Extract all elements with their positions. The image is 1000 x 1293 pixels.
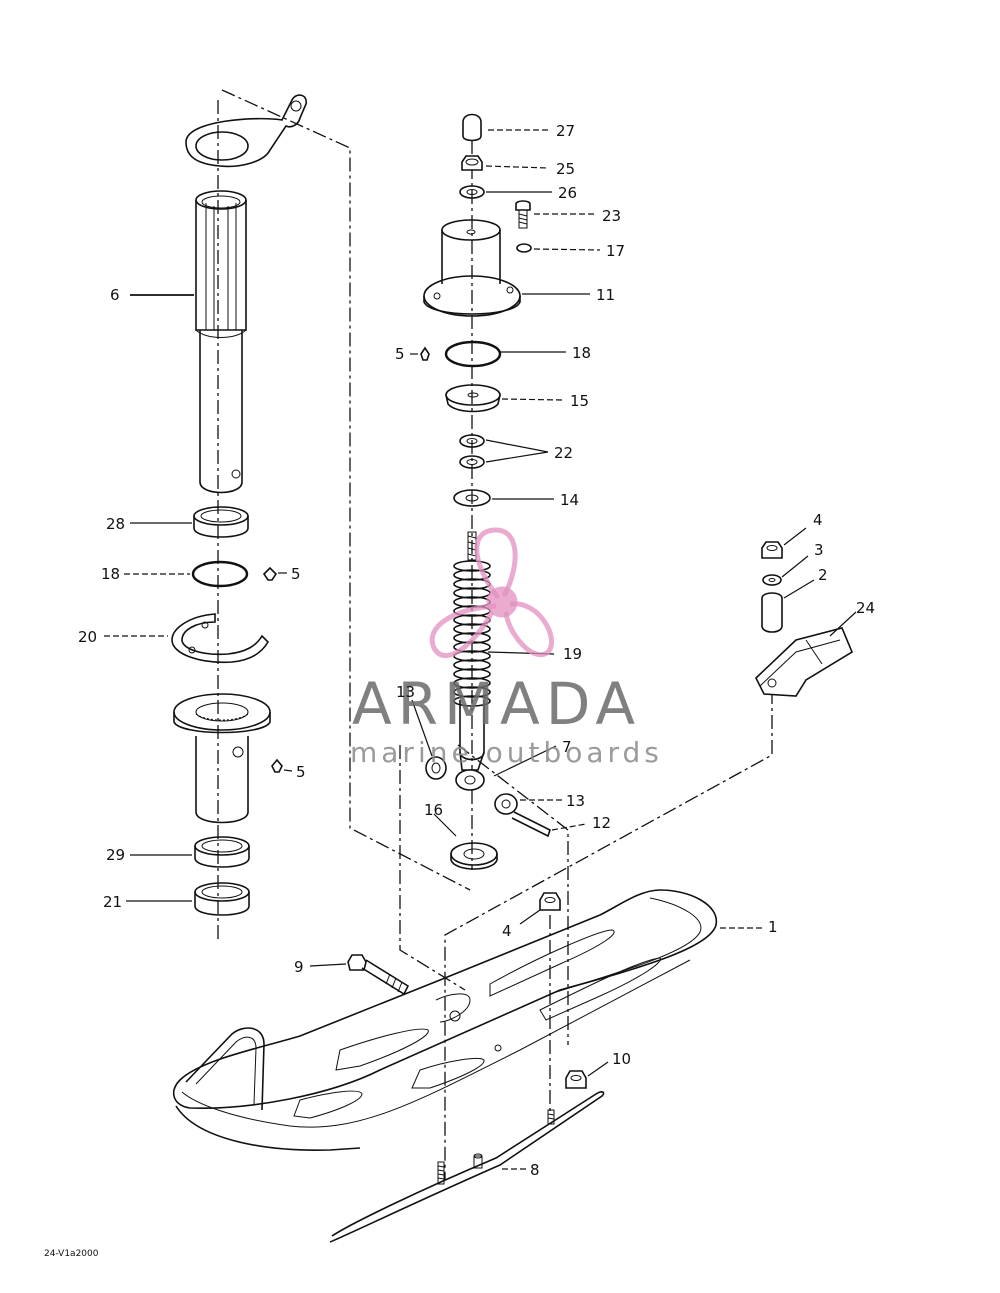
steering-arm: [185, 94, 307, 168]
bolt-23: [515, 200, 531, 229]
spring-coil: [453, 560, 491, 572]
watermark-title: ARMADA: [352, 670, 641, 738]
callout-8: 8: [530, 1161, 540, 1179]
callout-26: 26: [558, 184, 577, 202]
reference-code: 24-V1a2000: [44, 1249, 99, 1259]
cap-27: [462, 113, 482, 142]
callout-10: 10: [612, 1050, 631, 1068]
callout-18-lower: 18: [101, 565, 120, 583]
callout-11: 11: [596, 286, 615, 304]
callout-21: 21: [103, 893, 122, 911]
callout-28: 28: [106, 515, 125, 533]
spring-coil: [453, 659, 491, 671]
assembly-centerlines: [217, 89, 773, 1180]
washer-3: [762, 574, 782, 586]
propeller-logo: [429, 527, 555, 658]
o-ring-18-lower: [191, 560, 249, 588]
runner-8: [329, 1091, 605, 1243]
leader-lines: [104, 129, 857, 1170]
callout-24: 24: [856, 599, 875, 617]
grease-fitting-5-lower: [271, 758, 283, 773]
ski-1: [172, 889, 718, 1151]
spindle-assembly: [171, 94, 307, 916]
washer-17: [516, 243, 532, 253]
retaining-ring-20: [171, 613, 270, 664]
callout-4-lower: 4: [502, 922, 512, 940]
pin-12: [511, 811, 551, 838]
ski-leg-spindle: [195, 190, 247, 494]
washer-26: [459, 185, 485, 199]
callout-18-upper: 18: [572, 344, 591, 362]
callout-5-left: 5: [291, 565, 301, 583]
shock-top-mount-11: [423, 219, 521, 317]
callout-12: 12: [592, 814, 611, 832]
callout-23: 23: [602, 207, 621, 225]
callout-5-upper: 5: [395, 345, 405, 363]
callout-20: 20: [78, 628, 97, 646]
grease-fitting-5-left: [262, 566, 278, 581]
callout-29: 29: [106, 846, 125, 864]
callout-19: 19: [563, 645, 582, 663]
callout-6: 6: [110, 286, 120, 304]
bushing-28: [193, 506, 249, 538]
callout-5-lower: 5: [296, 763, 306, 781]
nut-25: [461, 155, 483, 171]
callout-9: 9: [294, 958, 304, 976]
washers-22: [459, 434, 485, 469]
callout-1: 1: [768, 918, 778, 936]
callout-13-right: 13: [566, 792, 585, 810]
spacer-2: [761, 592, 783, 633]
washer-14: [453, 489, 491, 507]
spring-coil: [453, 668, 491, 680]
watermark-subtitle: marine outboards: [350, 736, 663, 769]
bracket-24: [755, 627, 854, 697]
nut-4-lower: [539, 892, 561, 911]
spring-coil: [453, 677, 491, 689]
plate-15: [445, 384, 501, 413]
callout-17: 17: [606, 242, 625, 260]
spring-coil: [453, 569, 491, 581]
bushing-13-right: [494, 793, 518, 815]
washer-16: [450, 842, 498, 870]
bushing-13-left: [425, 756, 447, 780]
callout-13-left: 13: [396, 683, 415, 701]
bushing-21: [194, 882, 250, 916]
spring-coil: [453, 686, 491, 698]
callout-15: 15: [570, 392, 589, 410]
watermark: ARMADA marine outboards: [350, 527, 663, 769]
callout-2: 2: [818, 566, 828, 584]
callout-22: 22: [554, 444, 573, 462]
bushing-29: [194, 836, 250, 868]
callout-16: 16: [424, 801, 443, 819]
callout-7: 7: [562, 738, 572, 756]
callout-14: 14: [560, 491, 579, 509]
bracket-assembly: [755, 541, 854, 697]
nut-4-upper: [761, 541, 783, 559]
spring-coil: [453, 695, 491, 707]
callout-25: 25: [556, 160, 575, 178]
grease-fitting-5-upper: [420, 346, 430, 361]
spring-coil: [453, 623, 491, 635]
bolt-9: [347, 954, 410, 996]
callout-3: 3: [814, 541, 824, 559]
nut-10: [565, 1070, 587, 1089]
callout-labels: 27 25 26 23 17 11 5 18 15 22 14 6 28 18 …: [78, 122, 875, 1179]
o-ring-18-upper: [444, 340, 502, 368]
callout-4-upper: 4: [813, 511, 823, 529]
spindle-housing: [173, 693, 271, 824]
callout-27: 27: [556, 122, 575, 140]
